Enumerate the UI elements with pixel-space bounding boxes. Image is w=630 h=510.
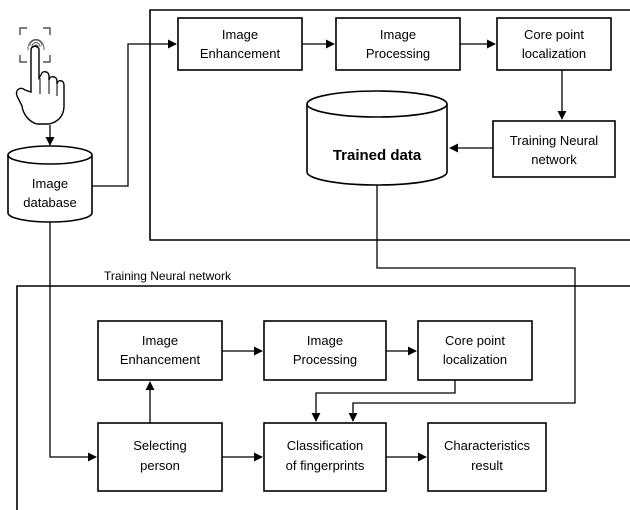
characteristics-result-label-2: result <box>471 458 503 473</box>
top-image-processing-node: Image Processing <box>335 17 461 71</box>
trained-data-node: Trained data <box>306 90 448 186</box>
edge-database-to-top-enhancement <box>92 39 177 187</box>
bottom-core-label-2: localization <box>443 352 507 367</box>
bottom-enhancement-label-1: Image <box>142 333 178 348</box>
training-nn-label-2: network <box>531 152 577 167</box>
top-core-label-1: Core point <box>524 27 584 42</box>
training-section-frame <box>149 9 630 241</box>
bottom-image-processing-node: Image Processing <box>263 320 387 381</box>
image-database-node: Image database <box>7 145 93 223</box>
top-enhancement-label-1: Image <box>222 27 258 42</box>
top-core-point-node: Core point localization <box>496 17 612 71</box>
bottom-processing-label-2: Processing <box>293 352 357 367</box>
bottom-core-label-1: Core point <box>445 333 505 348</box>
edge-trained-data-to-classification <box>348 185 576 422</box>
bottom-image-enhancement-node: Image Enhancement <box>97 320 223 381</box>
edge-bottom-core-to-classification <box>311 380 456 422</box>
selecting-person-label-2: person <box>140 458 180 473</box>
characteristics-result-label-1: Characteristics <box>444 438 530 453</box>
top-core-label-2: localization <box>522 46 586 61</box>
training-nn-label-1: Training Neural <box>510 133 599 148</box>
classification-label-1: Classification <box>287 438 364 453</box>
bottom-enhancement-label-2: Enhancement <box>120 352 201 367</box>
trained-data-label: Trained data <box>333 147 422 164</box>
fingerprint-finger-icon <box>15 27 65 125</box>
top-enhancement-label-2: Enhancement <box>200 46 281 61</box>
section-label: Training Neural network <box>104 269 232 283</box>
classification-label-2: of fingerprints <box>286 458 365 473</box>
bottom-processing-label-1: Image <box>307 333 343 348</box>
image-database-label-1: Image <box>32 176 68 191</box>
top-processing-label-2: Processing <box>366 46 430 61</box>
testing-section-frame <box>16 285 630 510</box>
training-neural-network-node: Training Neural network <box>492 120 616 178</box>
edge-database-to-selecting-person <box>49 222 97 462</box>
classification-node: Classification of fingerprints <box>263 422 387 492</box>
top-processing-label-1: Image <box>380 27 416 42</box>
bottom-core-point-node: Core point localization <box>417 320 533 381</box>
image-database-label-2: database <box>23 195 77 210</box>
selecting-person-node: Selecting person <box>97 422 223 492</box>
top-image-enhancement-node: Image Enhancement <box>177 17 303 71</box>
characteristics-result-node: Characteristics result <box>427 422 547 492</box>
selecting-person-label-1: Selecting <box>133 438 186 453</box>
